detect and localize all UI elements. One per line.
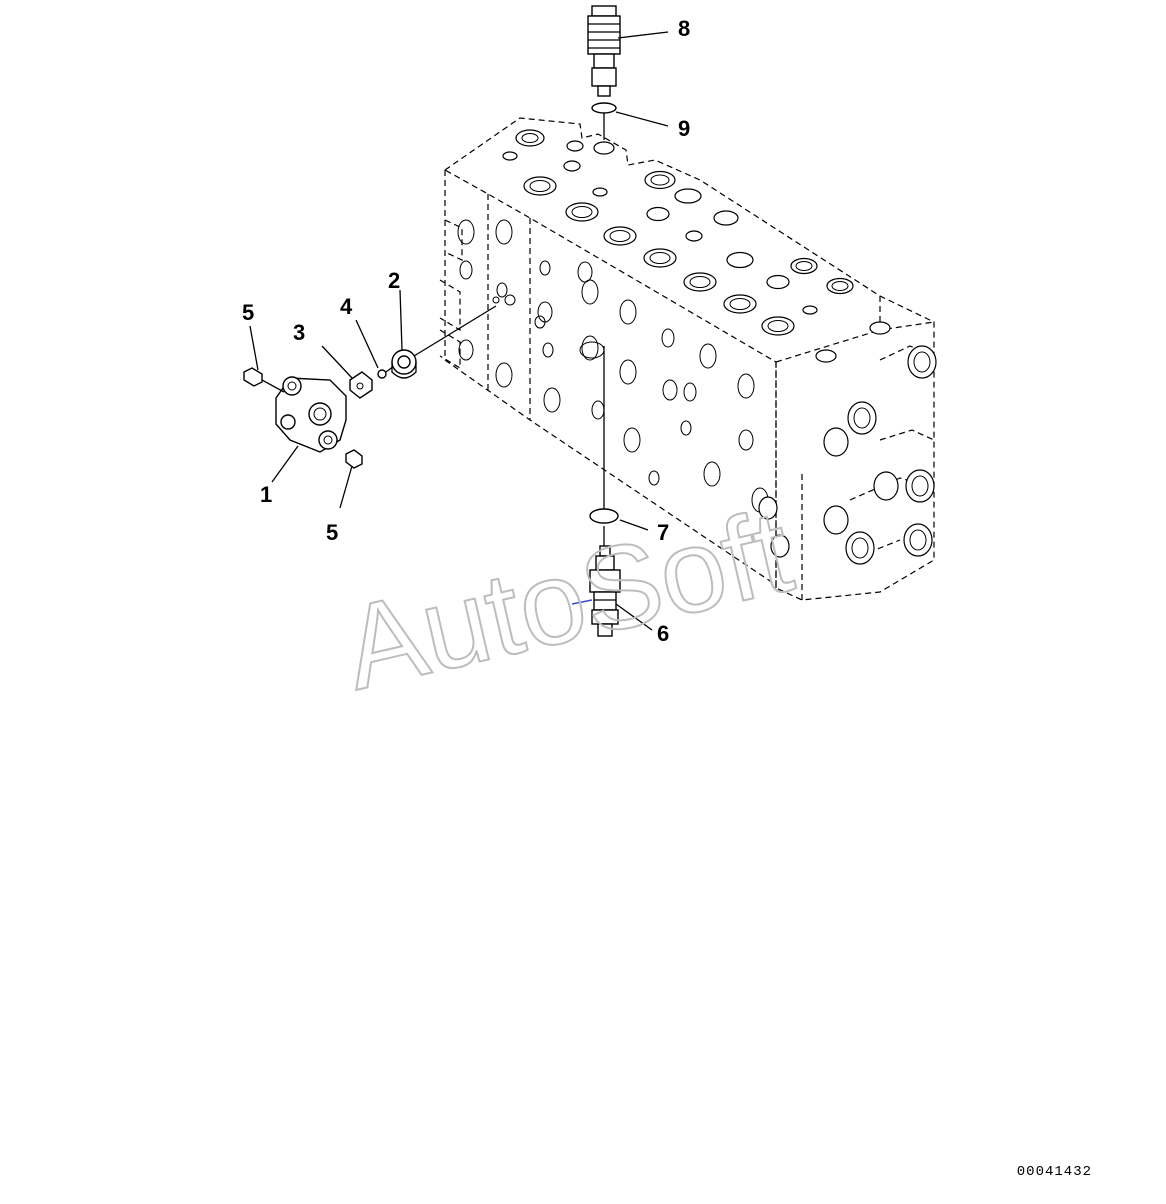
callout-labels: 8 9 2 4 3 5 1 5 7 6 bbox=[242, 16, 690, 646]
callout-1: 1 bbox=[260, 482, 272, 507]
bolt-lower bbox=[345, 449, 363, 469]
document-number: 00041432 bbox=[1016, 1164, 1092, 1180]
callout-4: 4 bbox=[340, 294, 353, 319]
callout-5-lower: 5 bbox=[326, 520, 338, 545]
bolt-upper bbox=[243, 367, 285, 393]
end-plate-bosses bbox=[758, 345, 937, 565]
callout-7: 7 bbox=[657, 520, 669, 545]
o-ring-top bbox=[591, 102, 617, 114]
callout-5-upper: 5 bbox=[242, 300, 254, 325]
callout-9: 9 bbox=[678, 116, 690, 141]
watermark: AutoSoft bbox=[332, 485, 803, 715]
sleeve bbox=[349, 371, 373, 399]
small-o-ring bbox=[377, 369, 387, 379]
explode-axis-lines bbox=[385, 112, 605, 548]
leader-lines bbox=[249, 31, 669, 631]
callout-8: 8 bbox=[678, 16, 690, 41]
callout-3: 3 bbox=[293, 320, 305, 345]
callout-2: 2 bbox=[388, 268, 400, 293]
relief-valve-bottom bbox=[571, 545, 621, 637]
control-valve-block bbox=[439, 117, 935, 601]
plug bbox=[391, 349, 417, 379]
top-face-ports bbox=[502, 129, 891, 363]
front-face-holes bbox=[457, 219, 769, 513]
callout-6: 6 bbox=[657, 621, 669, 646]
relief-valve-top bbox=[587, 5, 621, 97]
flange-block bbox=[275, 376, 347, 453]
o-ring-bottom bbox=[589, 508, 619, 524]
